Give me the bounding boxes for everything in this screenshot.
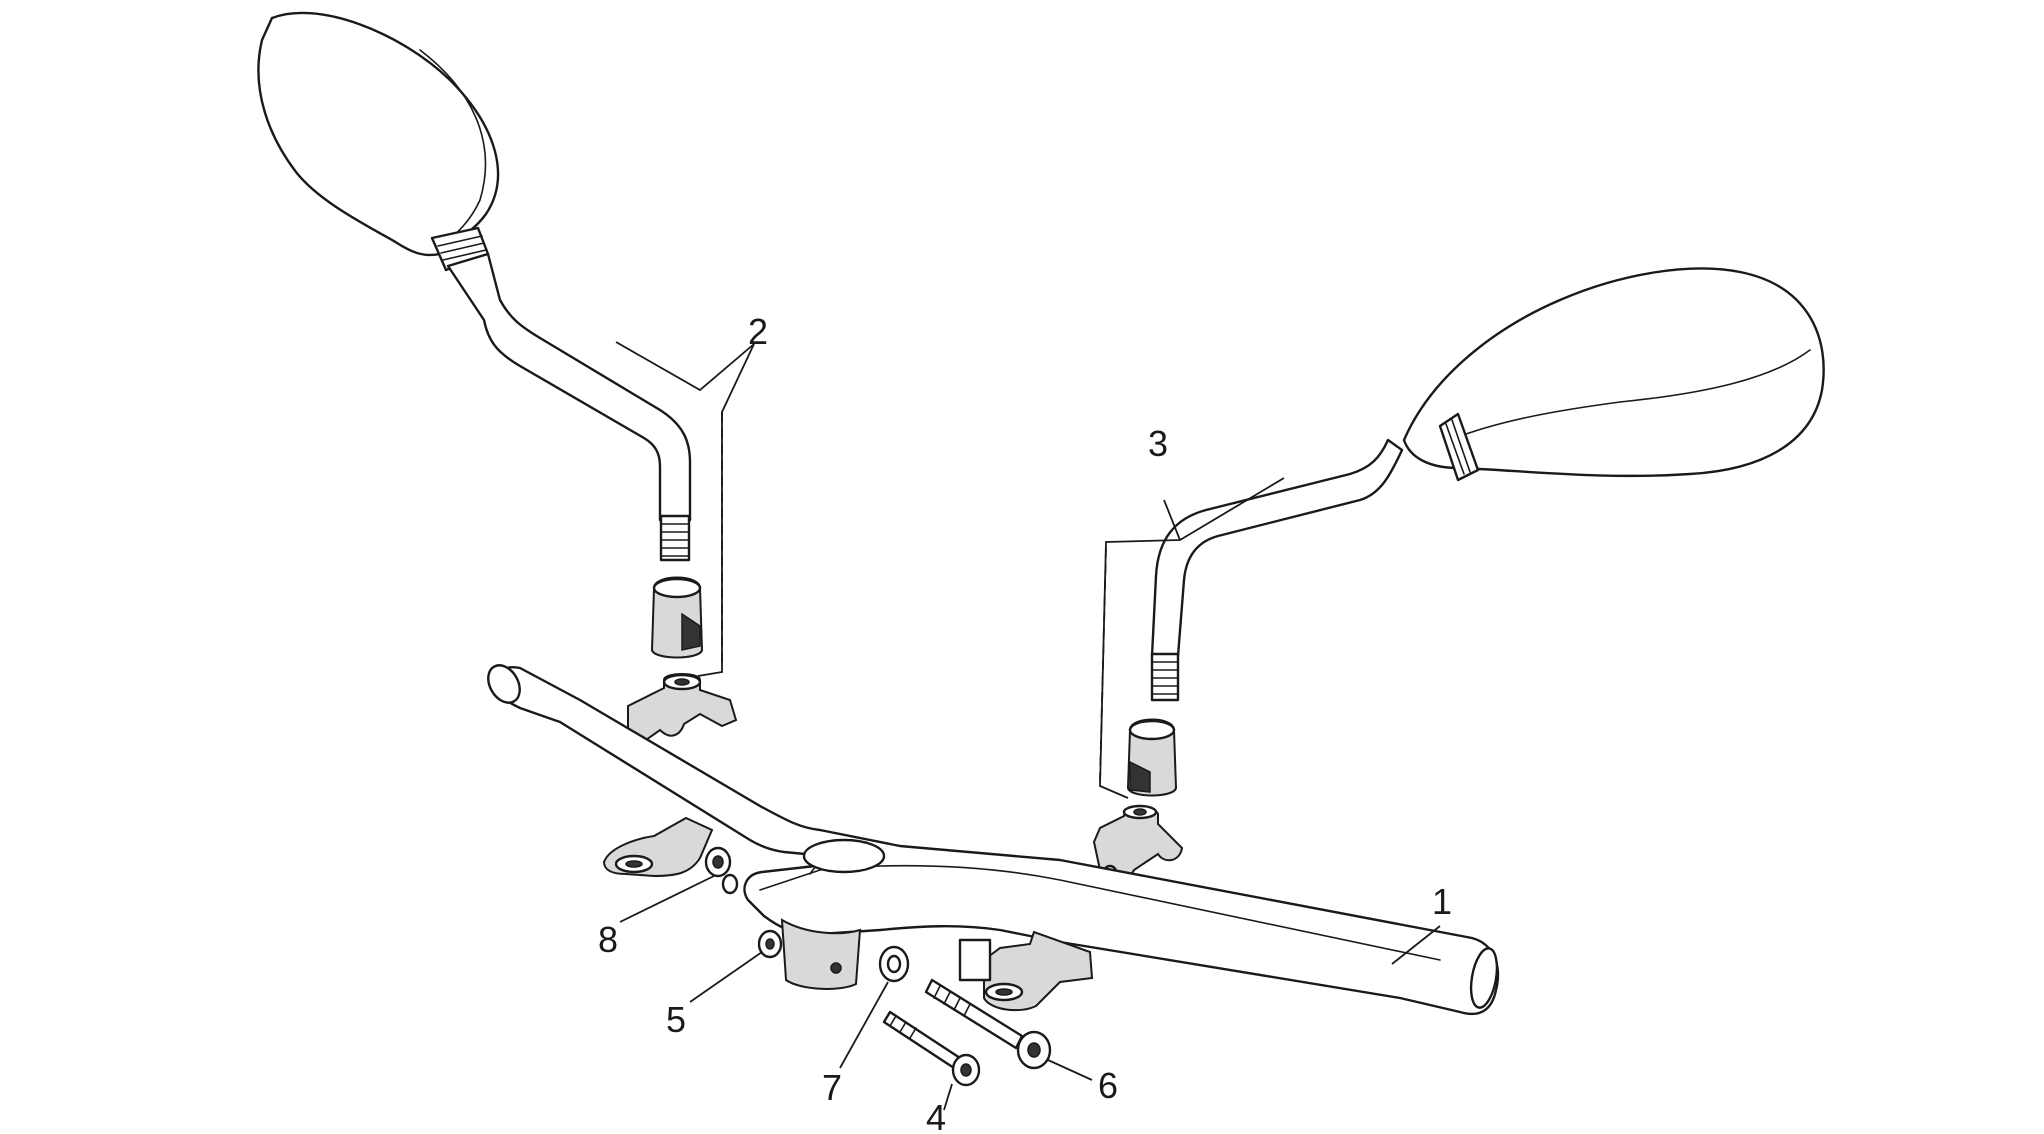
left-mirror-head — [257, 11, 500, 257]
left-mirror-clamp — [627, 673, 738, 742]
callouts: 2 3 1 8 5 7 6 4 — [598, 311, 1452, 1134]
callout-1: 1 — [1432, 881, 1452, 922]
leader-7 — [839, 981, 889, 1069]
callout-8: 8 — [598, 919, 618, 960]
right-mirror-collar — [1438, 412, 1480, 482]
callout-7: 7 — [822, 1067, 842, 1108]
left-mirror — [257, 11, 738, 742]
callout-6: 6 — [1098, 1065, 1118, 1106]
leader-1 — [1391, 925, 1441, 965]
handlebar — [487, 664, 1500, 1016]
left-mirror-stem — [446, 252, 692, 522]
left-mirror-thread — [659, 514, 691, 562]
right-mirror-head — [1402, 267, 1825, 478]
handlebar-tube — [494, 666, 1500, 1016]
callout-3: 3 — [1148, 423, 1168, 464]
leader-6 — [1047, 1059, 1093, 1081]
leader-4 — [943, 1083, 953, 1111]
hardware — [704, 846, 1052, 1087]
bolt-6 — [924, 978, 1052, 1070]
right-mirror-stem — [1150, 438, 1404, 658]
right-mirror — [1092, 267, 1825, 883]
leader-lines — [615, 341, 1441, 1111]
right-mirror-thread — [1150, 652, 1180, 702]
leader-5 — [689, 951, 763, 1003]
callout-4: 4 — [926, 1097, 946, 1134]
handlebar-center-cap — [802, 838, 886, 874]
bolt-4 — [882, 1010, 981, 1087]
callout-2: 2 — [748, 311, 768, 352]
handlebar-riser — [780, 918, 862, 990]
leader-2 — [615, 341, 755, 677]
callout-5: 5 — [666, 999, 686, 1040]
leader-8 — [619, 875, 715, 923]
leader-3 — [1099, 477, 1285, 799]
